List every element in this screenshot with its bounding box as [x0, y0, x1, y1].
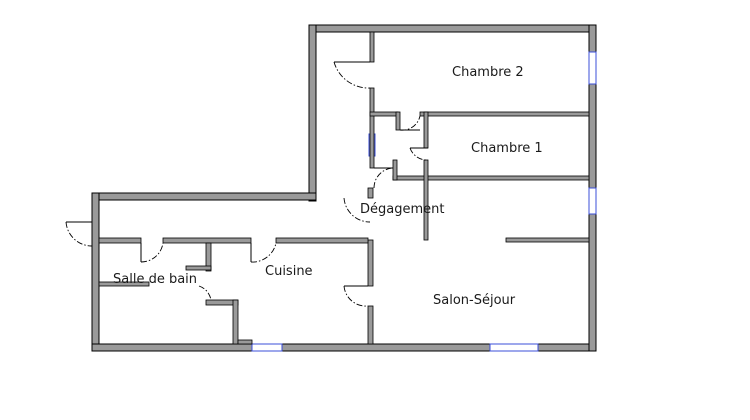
door-chambre-1-swing — [409, 147, 429, 161]
door-kitchen-swing — [250, 242, 277, 263]
label-degagement: Dégagement — [360, 202, 444, 217]
room-labels: Chambre 2 Chambre 1 Dégagement Cuisine S… — [113, 65, 543, 308]
interior-walls — [98, 31, 590, 345]
window-salon-right — [588, 187, 597, 215]
label-salon-sejour: Salon-Séjour — [433, 293, 516, 308]
doors — [65, 61, 429, 307]
door-bath-swing — [140, 242, 164, 263]
label-cuisine: Cuisine — [265, 264, 313, 279]
label-chambre-2: Chambre 2 — [452, 65, 524, 80]
label-chambre-1: Chambre 1 — [471, 141, 543, 156]
door-entrance-swing — [65, 221, 93, 247]
door-degagement-swing — [343, 197, 371, 223]
window-cuisine — [251, 343, 283, 352]
door-bath-inner-swing — [198, 285, 212, 301]
window-salon-bottom — [489, 343, 539, 352]
door-salon-swing — [343, 285, 369, 307]
label-salle-de-bain: Salle de bain — [113, 272, 197, 287]
door-chambre-2-swing — [333, 61, 371, 89]
window-chambre-2 — [588, 51, 597, 85]
